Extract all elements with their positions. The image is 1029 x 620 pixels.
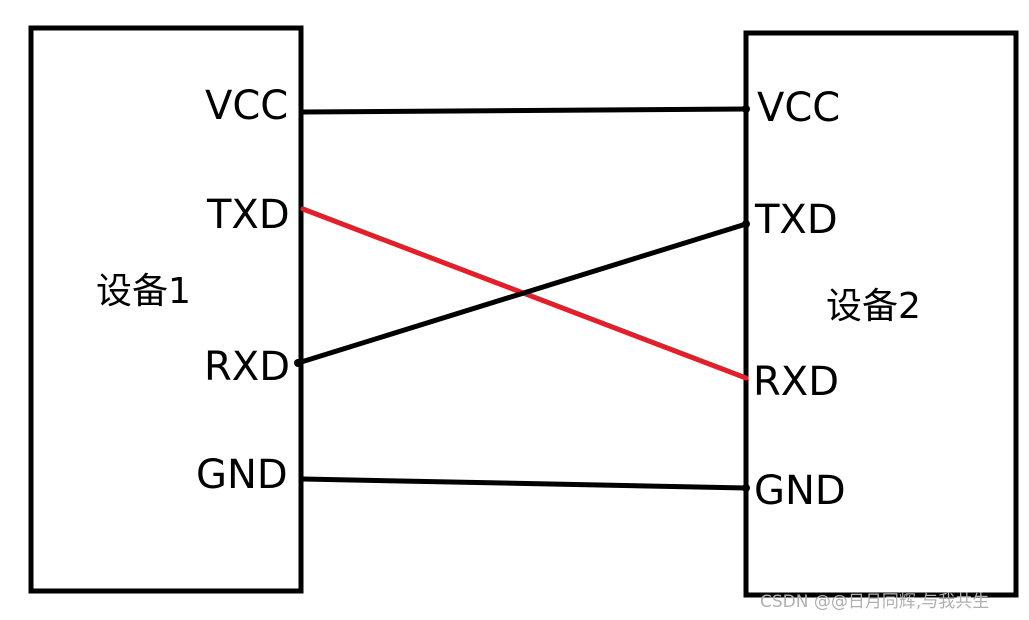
- device-2-pin-gnd: GND: [754, 468, 846, 514]
- device-1-label: 设备1: [96, 271, 191, 312]
- device-1-pin-vcc: VCC: [205, 83, 288, 129]
- device-2-box: [743, 30, 1019, 598]
- wires: [295, 106, 749, 491]
- device-2-label: 设备2: [826, 286, 921, 327]
- device-1-pin-rxd: RXD: [204, 344, 290, 390]
- device-1-pin-txd: TXD: [206, 192, 290, 238]
- device-2-pin-txd: TXD: [754, 197, 838, 243]
- device-2-pin-vcc: VCC: [757, 85, 840, 131]
- connection-dots: [294, 105, 750, 492]
- connection-dot: [742, 484, 750, 492]
- connection-dot: [742, 220, 750, 228]
- device-1-pin-gnd: GND: [196, 452, 288, 498]
- device-1-box: [28, 25, 304, 594]
- device-2: 设备2 VCC TXD RXD GND: [743, 30, 1019, 598]
- watermark: CSDN @@日月同辉,与我共生: [760, 592, 989, 612]
- wire-rxd-to-txd: [295, 221, 749, 366]
- device-2-pin-rxd: RXD: [753, 359, 839, 405]
- wire-vcc-to-vcc: [300, 106, 749, 115]
- connection-dot: [294, 359, 302, 367]
- device-1: 设备1 VCC TXD RXD GND: [28, 25, 304, 594]
- wire-gnd-to-gnd: [300, 476, 749, 491]
- connection-dot: [742, 105, 750, 113]
